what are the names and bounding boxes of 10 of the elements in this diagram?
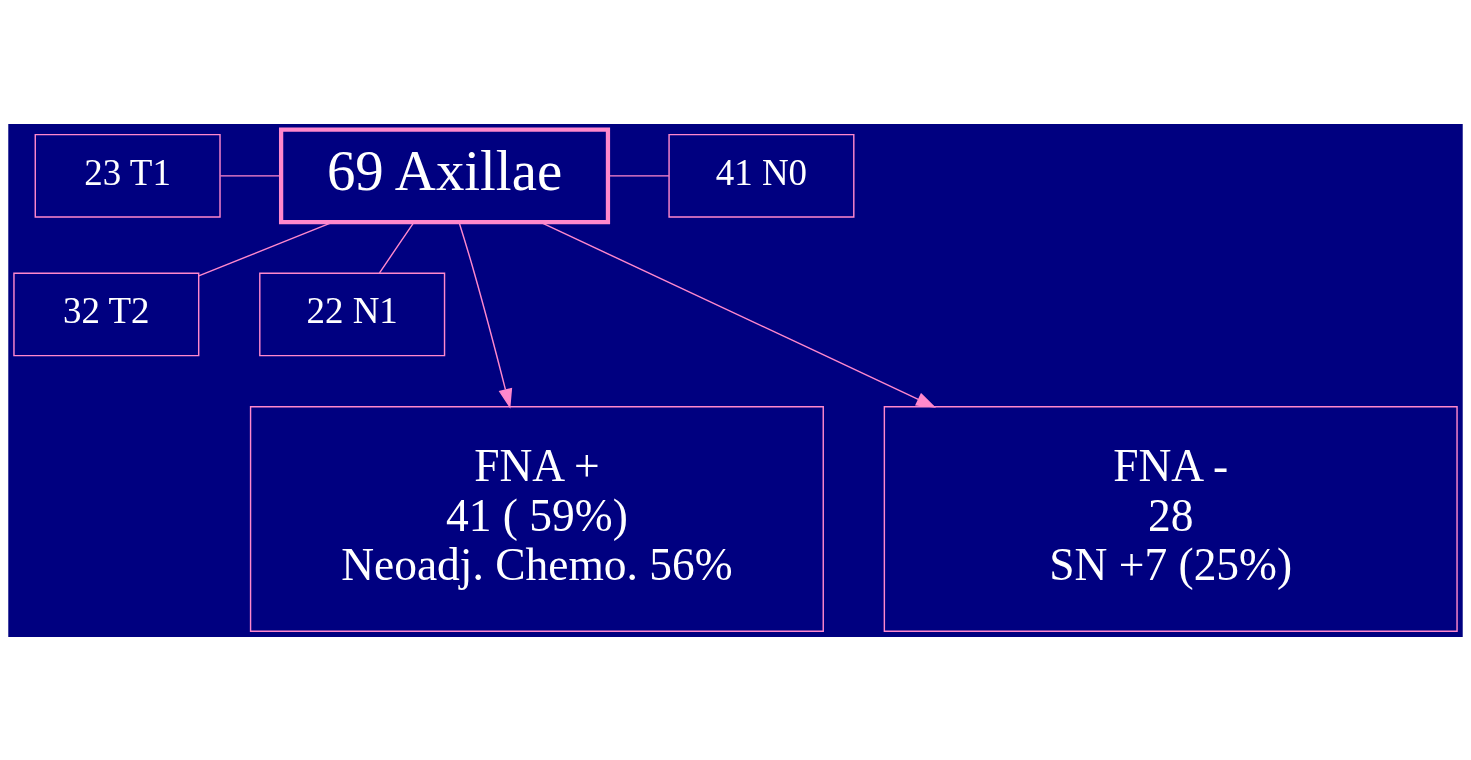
connector (607, 174, 670, 177)
node-box: 41 N0 (668, 133, 855, 218)
node-box: 23 T1 (34, 133, 221, 218)
node-box: FNA - 28 SN +7 (25%) (883, 405, 1458, 632)
arrow (458, 221, 513, 409)
node-box: 22 N1 (259, 272, 446, 356)
connector (219, 174, 282, 177)
node-box: FNA + 41 ( 59%) Neoadj. Chemo. 56% (249, 405, 824, 632)
node-box: 69 Axillae (279, 127, 611, 224)
node-box: 32 T2 (13, 272, 200, 356)
